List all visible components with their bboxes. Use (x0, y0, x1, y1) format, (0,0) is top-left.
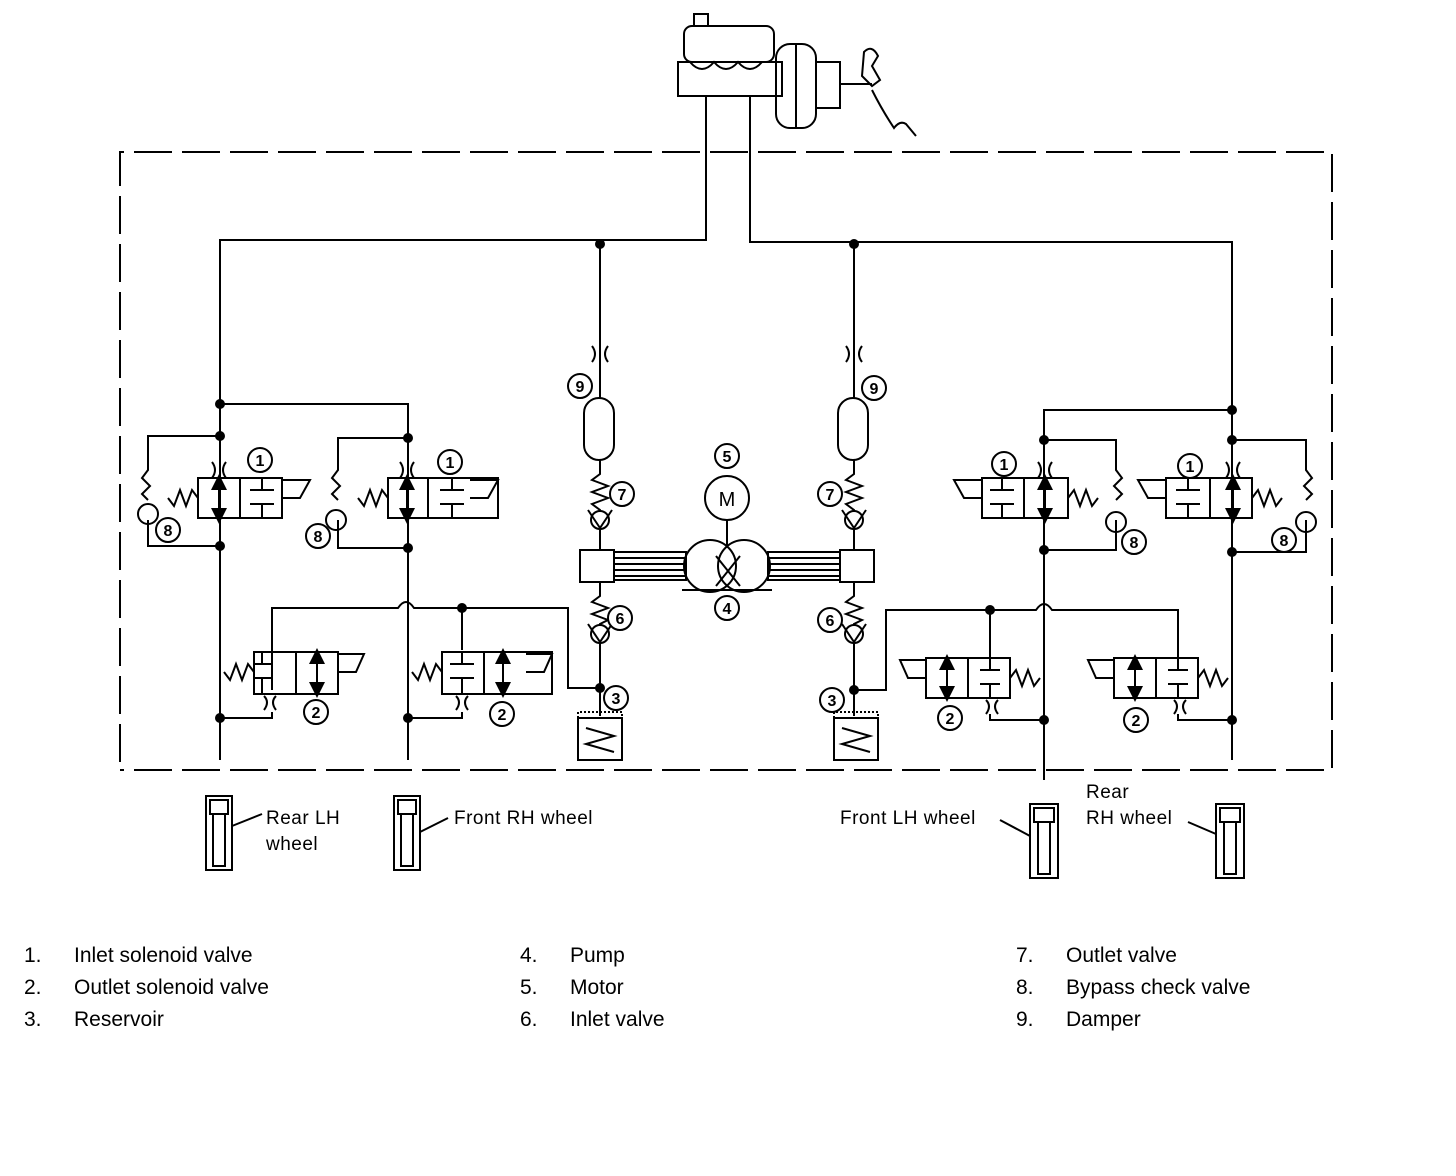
wheel-cylinder-rear-lh (205, 795, 263, 871)
abs-hydraulic-diagram: 1 1 1 1 8 8 8 8 2 2 2 2 3 3 5 4 6 6 7 7 … (119, 13, 1333, 879)
reservoir-left (577, 711, 623, 761)
callout-9: 9 (870, 381, 879, 398)
callout-2: 2 (498, 707, 507, 724)
callout-7: 7 (826, 487, 835, 504)
callout-2: 2 (946, 711, 955, 728)
callout-9: 9 (576, 379, 585, 396)
inlet-solenoid-valve-front-lh (952, 461, 1099, 524)
outlet-solenoid-valve-rear-rh (1086, 654, 1229, 715)
callout-8: 8 (1280, 533, 1289, 550)
motor-symbol: M (719, 489, 736, 511)
reservoir-right (833, 711, 879, 761)
legend-item: 7.Outlet valve (1016, 944, 1177, 967)
inlet-solenoid-valve-rear-rh (1136, 461, 1283, 524)
inlet-solenoid-valve-rear-lh (167, 461, 312, 524)
master-cylinder (677, 13, 783, 97)
callout-1: 1 (256, 453, 265, 470)
legend-column-1: 1.Inlet solenoid valve 2.Outlet solenoid… (24, 940, 444, 1036)
legend-item: 8.Bypass check valve (1016, 976, 1251, 999)
callout-1: 1 (446, 455, 455, 472)
legend-item: 6.Inlet valve (520, 1008, 665, 1031)
damper-left (583, 397, 615, 461)
callout-2: 2 (1132, 713, 1141, 730)
front-rh-wheel-label: Front RH wheel (454, 808, 593, 829)
callout-3: 3 (612, 691, 621, 708)
callout-8: 8 (164, 523, 173, 540)
legend-item: 1.Inlet solenoid valve (24, 944, 253, 967)
front-lh-wheel-label: Front LH wheel (840, 808, 976, 829)
legend-column-2: 4.Pump 5.Motor 6.Inlet valve (520, 940, 940, 1036)
outlet-solenoid-valve-front-lh (898, 654, 1041, 715)
legend-item: 2.Outlet solenoid valve (24, 976, 269, 999)
callout-6: 6 (616, 611, 625, 628)
callout-1: 1 (1186, 459, 1195, 476)
callout-1: 1 (1000, 457, 1009, 474)
legend-item: 9.Damper (1016, 1008, 1141, 1031)
callout-8: 8 (314, 529, 323, 546)
damper-right (837, 397, 869, 461)
callout-7: 7 (618, 487, 627, 504)
outlet-solenoid-valve-rear-lh (223, 648, 366, 711)
wheel-cylinder-front-lh (999, 803, 1059, 879)
brake-booster (775, 43, 917, 137)
outlet-solenoid-valve-front-rh (411, 648, 554, 711)
wheel-cylinder-front-rh (393, 795, 449, 871)
wheel-cylinder-rear-rh (1187, 803, 1245, 879)
callout-2: 2 (312, 705, 321, 722)
rear-rh-wheel-label: Rear RH wheel (1086, 782, 1173, 829)
callout-4: 4 (723, 601, 732, 618)
legend-column-3: 7.Outlet valve 8.Bypass check valve 9.Da… (1016, 940, 1436, 1036)
pump (682, 539, 772, 593)
rear-lh-wheel-label: Rear LH wheel (266, 808, 341, 855)
callout-3: 3 (828, 693, 837, 710)
legend-item: 3.Reservoir (24, 1008, 164, 1031)
legend-item: 5.Motor (520, 976, 624, 999)
callout-8: 8 (1130, 535, 1139, 552)
motor (704, 475, 750, 548)
callout-5: 5 (723, 449, 732, 466)
legend-item: 4.Pump (520, 944, 625, 967)
callout-6: 6 (826, 613, 835, 630)
inlet-solenoid-valve-front-rh (357, 461, 500, 524)
